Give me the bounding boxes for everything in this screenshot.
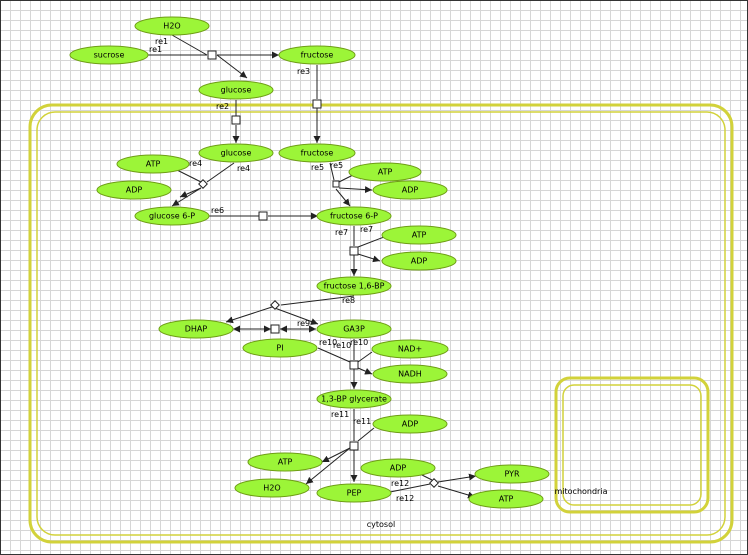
svg-text:ATP: ATP <box>278 458 293 467</box>
species-dhap[interactable]: DHAP <box>158 319 234 339</box>
process-node-re4[interactable] <box>198 179 208 189</box>
reaction-label-re10-dup: re10 <box>333 341 351 350</box>
species-adp-re12[interactable]: ADP <box>360 458 436 478</box>
svg-text:ADP: ADP <box>411 257 428 266</box>
reaction-label-re8: re8 <box>342 296 355 305</box>
svg-text:fructose: fructose <box>301 51 334 60</box>
species-1-3-bp-glycerate[interactable]: 1,3-BP glycerate <box>316 389 392 409</box>
reaction-label-re12: re12 <box>391 479 409 488</box>
reaction-label-re5: re5 <box>311 163 324 172</box>
svg-text:ATP: ATP <box>499 495 514 504</box>
svg-text:glucose: glucose <box>221 149 252 158</box>
species-atp-re4[interactable]: ATP <box>116 154 190 174</box>
reaction-label-re12-dup: re12 <box>396 494 414 503</box>
svg-text:fructose: fructose <box>301 149 334 158</box>
process-node-re7[interactable] <box>349 246 359 256</box>
svg-text:NADH: NADH <box>398 370 422 379</box>
reaction-label-re7: re7 <box>335 228 348 237</box>
reaction-label-re9: re9 <box>297 319 310 328</box>
svg-text:H2O: H2O <box>163 22 180 31</box>
reaction-label-re4: re4 <box>189 159 202 168</box>
compartment-mitochondria[interactable] <box>554 376 710 514</box>
reaction-label-re11-dup: re11 <box>353 417 371 426</box>
svg-text:sucrose: sucrose <box>94 51 125 60</box>
reaction-label-re10: re10 <box>319 338 337 347</box>
reaction-label-re1-dup: re1 <box>149 45 162 54</box>
svg-text:ADP: ADP <box>402 420 419 429</box>
process-node-re3[interactable] <box>312 99 322 109</box>
reaction-label-re11: re11 <box>331 410 349 419</box>
species-atp-re11[interactable]: ATP <box>247 452 323 472</box>
species-fructose-ext[interactable]: fructose <box>278 45 356 65</box>
process-node-re5[interactable] <box>332 180 340 188</box>
svg-text:ADP: ADP <box>390 464 407 473</box>
species-fructose[interactable]: fructose <box>278 143 356 163</box>
reaction-label-re2: re2 <box>216 102 229 111</box>
species-pep[interactable]: PEP <box>316 483 392 503</box>
process-node-re8[interactable] <box>270 300 280 310</box>
species-h2o-re11[interactable]: H2O <box>234 478 310 498</box>
svg-text:GA3P: GA3P <box>343 325 365 334</box>
process-node-re9[interactable] <box>270 324 280 334</box>
svg-text:ADP: ADP <box>126 186 143 195</box>
reaction-label-re6: re6 <box>211 206 224 215</box>
svg-text:H2O: H2O <box>263 484 280 493</box>
species-ga3p[interactable]: GA3P <box>316 319 392 339</box>
svg-text:NAD+: NAD+ <box>398 345 422 354</box>
species-adp-re4[interactable]: ADP <box>96 180 172 200</box>
species-nad-plus[interactable]: NAD+ <box>371 339 449 359</box>
species-fructose-6-p[interactable]: fructose 6-P <box>316 206 392 226</box>
process-nodes <box>198 50 439 488</box>
process-node-re12[interactable] <box>429 478 439 488</box>
reaction-label-re10-dup2: re10 <box>350 338 368 347</box>
species-sucrose[interactable]: sucrose <box>69 45 149 65</box>
species-adp-re7[interactable]: ADP <box>381 251 457 271</box>
species-glucose-ext[interactable]: glucose <box>198 80 274 100</box>
svg-text:glucose 6-P: glucose 6-P <box>149 212 195 221</box>
svg-text:glucose: glucose <box>221 86 252 95</box>
svg-text:PI: PI <box>276 344 283 353</box>
species-atp-re5[interactable]: ATP <box>348 162 422 182</box>
svg-text:ATP: ATP <box>412 231 427 240</box>
species-glucose-6-p[interactable]: glucose 6-P <box>134 206 210 226</box>
species-atp-re12[interactable]: ATP <box>468 489 544 509</box>
reaction-edges <box>148 34 477 499</box>
svg-text:ADP: ADP <box>402 186 419 195</box>
species-adp-re11[interactable]: ADP <box>372 414 448 434</box>
process-node-re6[interactable] <box>258 211 268 221</box>
process-node-re2[interactable] <box>231 115 241 125</box>
species-pyr[interactable]: PYR <box>474 464 550 484</box>
label-mitochondria: mitochondria <box>555 487 608 496</box>
svg-text:PEP: PEP <box>347 489 362 498</box>
svg-text:fructose 6-P: fructose 6-P <box>330 212 378 221</box>
species-fructose-1-6-bp[interactable]: fructose 1,6-BP <box>316 276 392 296</box>
reaction-label-re1: re1 <box>155 37 168 46</box>
species-h2o-top[interactable]: H2O <box>134 16 210 36</box>
svg-text:DHAP: DHAP <box>185 325 208 334</box>
svg-text:PYR: PYR <box>504 470 520 479</box>
svg-text:1,3-BP glycerate: 1,3-BP glycerate <box>321 395 387 404</box>
svg-text:ATP: ATP <box>146 160 161 169</box>
species-glucose[interactable]: glucose <box>198 143 274 163</box>
reaction-label-re4-dup: re4 <box>237 164 250 173</box>
reaction-labels: re1 re1 re2 re3 re4 re4 re5 re5 re6 re7 … <box>149 37 414 503</box>
species-atp-re7[interactable]: ATP <box>381 225 457 245</box>
species-adp-re5[interactable]: ADP <box>372 180 448 200</box>
process-node-re11[interactable] <box>349 441 359 451</box>
compartment-cytosol[interactable] <box>28 103 734 544</box>
reaction-label-re5-dup: re5 <box>330 161 343 170</box>
reaction-label-re7-dup: re7 <box>360 225 373 234</box>
svg-text:fructose 1,6-BP: fructose 1,6-BP <box>324 282 385 291</box>
process-node-re10[interactable] <box>349 360 359 370</box>
species-nadh[interactable]: NADH <box>372 364 448 384</box>
species-pi[interactable]: PI <box>242 338 318 358</box>
process-node-re1[interactable] <box>207 50 217 60</box>
reaction-label-re3: re3 <box>297 67 310 76</box>
label-cytosol: cytosol <box>367 520 395 529</box>
svg-text:ATP: ATP <box>378 168 393 177</box>
